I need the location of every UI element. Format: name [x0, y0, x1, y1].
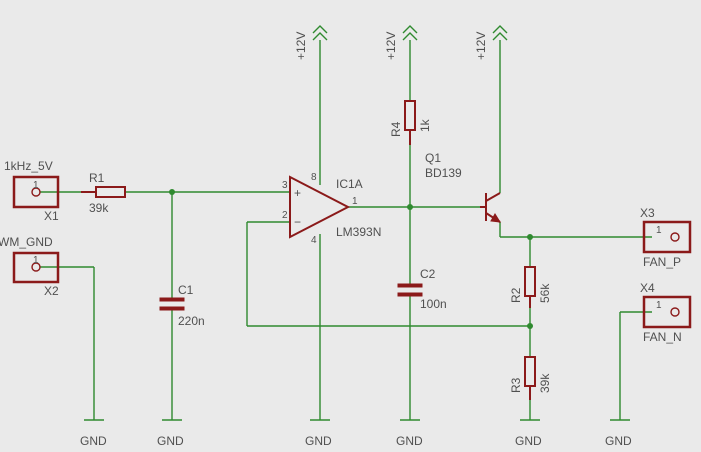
q1-label: Q1: [425, 151, 441, 165]
ground-label: GND: [515, 434, 542, 448]
connector-x1-label: X1: [44, 209, 59, 223]
resistor-r4: R4 1k: [389, 100, 432, 145]
r1-value: 39k: [89, 201, 109, 215]
ground-label: GND: [305, 434, 332, 448]
ground-x4: GND: [605, 419, 632, 448]
c1-value: 220n: [178, 314, 205, 328]
svg-text:1: 1: [352, 196, 358, 207]
svg-text:1: 1: [656, 300, 662, 311]
junction-input: [169, 189, 175, 195]
opamp-ic1a: + − 3 2 1 8 4 IC1A LM393N: [282, 172, 381, 246]
resistor-r1: R1 39k: [81, 171, 126, 215]
r2-value: 56k: [538, 283, 552, 303]
r2-label: R2: [509, 287, 523, 303]
ground-label: GND: [396, 434, 423, 448]
supply-label: +12V: [294, 32, 308, 60]
wires: [36, 40, 652, 420]
capacitor-c2: C2 100n: [397, 267, 447, 311]
opamp-part: LM393N: [336, 225, 381, 239]
connector-x3-net: FAN_P: [643, 255, 681, 269]
svg-text:2: 2: [282, 210, 288, 221]
opamp-minus: −: [294, 215, 301, 229]
connector-x3-label: X3: [640, 206, 655, 220]
ground-r3: GND: [515, 419, 542, 448]
q1-part: BD139: [425, 166, 462, 180]
svg-text:4: 4: [311, 235, 317, 246]
r3-value: 39k: [538, 373, 552, 393]
svg-text:1: 1: [33, 180, 39, 191]
ground-c1: GND: [157, 419, 184, 448]
connector-x1-net: 1kHz_5V: [4, 159, 53, 173]
svg-text:1: 1: [33, 255, 39, 266]
opamp-plus: +: [294, 186, 301, 200]
r1-label: R1: [89, 171, 105, 185]
ground-c2: GND: [396, 419, 423, 448]
junction-emitter: [527, 234, 533, 240]
supply-12v-q1: +12V: [474, 25, 508, 60]
r4-value: 1k: [418, 118, 432, 132]
supply-12v-r4: +12V: [384, 25, 418, 60]
connector-x2-net: WM_GND: [0, 235, 53, 249]
ground-label: GND: [157, 434, 184, 448]
supply-label: +12V: [384, 32, 398, 60]
connector-x1: 1 1kHz_5V X1: [4, 159, 60, 223]
connector-x4: 1 X4 FAN_N: [640, 281, 692, 344]
c2-value: 100n: [420, 297, 447, 311]
connector-x3: 1 X3 FAN_P: [640, 206, 692, 269]
c1-label: C1: [178, 283, 194, 297]
opamp-label: IC1A: [336, 177, 363, 191]
ground-x2: GND: [80, 419, 107, 448]
supply-label: +12V: [474, 32, 488, 60]
supply-12v-opamp: +12V: [294, 25, 328, 60]
junctions: [169, 189, 533, 329]
ground-label: GND: [80, 434, 107, 448]
transistor-q1: Q1 BD139: [425, 151, 501, 223]
resistor-r3: R3 39k: [509, 356, 552, 400]
ground-label: GND: [605, 434, 632, 448]
svg-text:3: 3: [282, 180, 288, 191]
r4-label: R4: [389, 121, 403, 137]
connector-x4-net: FAN_N: [643, 330, 682, 344]
c2-label: C2: [420, 267, 436, 281]
svg-text:1: 1: [656, 225, 662, 236]
connector-x2-label: X2: [44, 284, 59, 298]
capacitor-c1: C1 220n: [159, 283, 205, 328]
resistor-r2: R2 56k: [509, 266, 552, 308]
connector-x2: 1 WM_GND X2: [0, 235, 60, 298]
connector-x4-label: X4: [640, 281, 655, 295]
junction-output: [407, 204, 413, 210]
ground-opamp: GND: [305, 419, 332, 448]
svg-text:8: 8: [311, 172, 317, 183]
junction-divider: [527, 323, 533, 329]
r3-label: R3: [509, 377, 523, 393]
